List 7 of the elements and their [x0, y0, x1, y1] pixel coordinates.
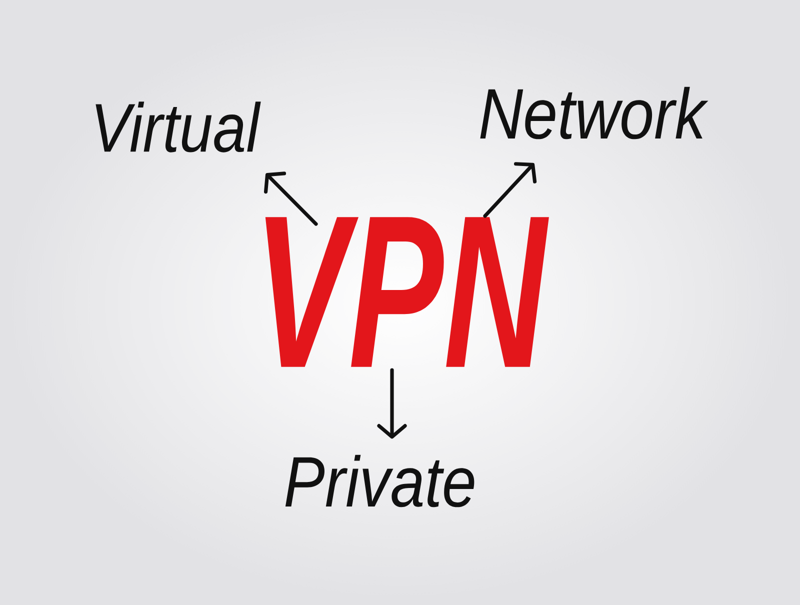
arrow — [264, 172, 318, 226]
word-text: Private — [285, 454, 474, 508]
arrow — [377, 368, 407, 439]
word-text: Network — [480, 86, 708, 140]
arrow — [483, 162, 537, 218]
acronym-text: VPN — [265, 217, 549, 367]
word-text: Virtual — [96, 102, 261, 152]
